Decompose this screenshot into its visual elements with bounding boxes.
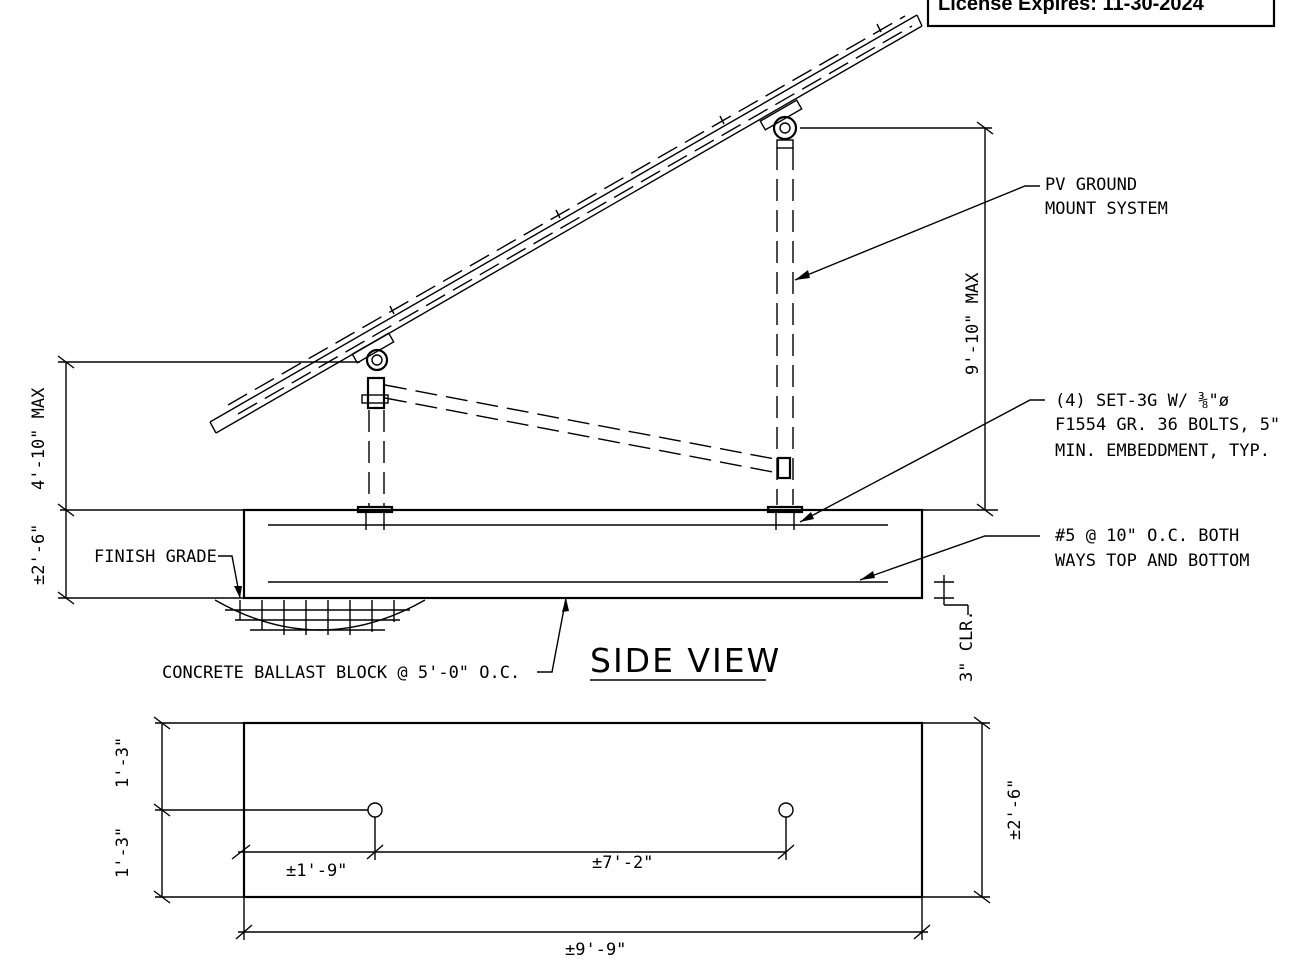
ballast-block-side: [60, 508, 998, 600]
bolts-line-2: F1554 GR. 36 BOLTS, 5": [1055, 415, 1280, 435]
dim-clearance: 3" CLR.: [934, 575, 977, 682]
back-support: [759, 99, 804, 530]
block-length-label: ±9'-9": [565, 940, 626, 960]
view-title: SIDE VIEW: [590, 641, 781, 681]
bolts-line-3: MIN. EMBEDDMENT, TYP.: [1055, 441, 1270, 461]
license-text: License Expires: 11-30-2024: [938, 0, 1205, 15]
clearance-label: 3" CLR.: [957, 610, 977, 682]
callout-bolts: (4) SET-3G W/ ⅜"ø F1554 GR. 36 BOLTS, 5"…: [799, 391, 1280, 523]
dim-block-length: ±9'-9": [235, 897, 931, 960]
front-support: [351, 332, 781, 530]
callout-rebar: #5 @ 10" O.C. BOTH WAYS TOP AND BOTTOM: [859, 526, 1249, 581]
bolts-line-1: (4) SET-3G W/ ⅜"ø: [1055, 391, 1229, 411]
pv-system-line-2: MOUNT SYSTEM: [1045, 199, 1168, 219]
callout-ballast: CONCRETE BALLAST BLOCK @ 5'-0" O.C.: [162, 597, 569, 683]
dim-block-depth-label: ±2'-6": [29, 524, 49, 585]
dim-plan-left: 1'-3" 1'-3": [113, 716, 368, 904]
dim-plan-right: ±2'-6": [922, 716, 1025, 904]
dim-block-depth: ±2'-6": [29, 510, 244, 605]
dim-front-height: 4'-10" MAX: [29, 355, 360, 517]
callout-finish-grade: FINISH GRADE: [94, 547, 242, 599]
dim-front-height-label: 4'-10" MAX: [29, 387, 49, 490]
rebar-line-2: WAYS TOP AND BOTTOM: [1055, 551, 1249, 571]
plan-top-label: 1'-3": [113, 737, 133, 788]
plan-width-label: ±2'-6": [1005, 779, 1025, 840]
rebar-line-1: #5 @ 10" O.C. BOTH: [1055, 526, 1239, 546]
finish-grade-label: FINISH GRADE: [94, 547, 217, 567]
license-stamp: License Expires: 11-30-2024: [926, 0, 1276, 28]
callout-pv-system: PV GROUND MOUNT SYSTEM: [794, 175, 1168, 281]
plan-bottom-label: 1'-3": [113, 827, 133, 878]
pv-system-line-1: PV GROUND: [1045, 175, 1137, 195]
post-offset-label: ±1'-9": [286, 861, 347, 881]
dim-post-spacing: ±1'-9" ±7'-2": [231, 817, 795, 881]
pv-panel: [209, 14, 923, 434]
grade-hatch: [214, 599, 426, 635]
ballast-label: CONCRETE BALLAST BLOCK @ 5'-0" O.C.: [162, 663, 520, 683]
dim-back-height-label: 9'-10" MAX: [963, 272, 983, 375]
dim-back-height: 9'-10" MAX: [800, 121, 994, 517]
post-spacing-label: ±7'-2": [592, 853, 653, 873]
side-view-title: SIDE VIEW: [590, 641, 781, 680]
